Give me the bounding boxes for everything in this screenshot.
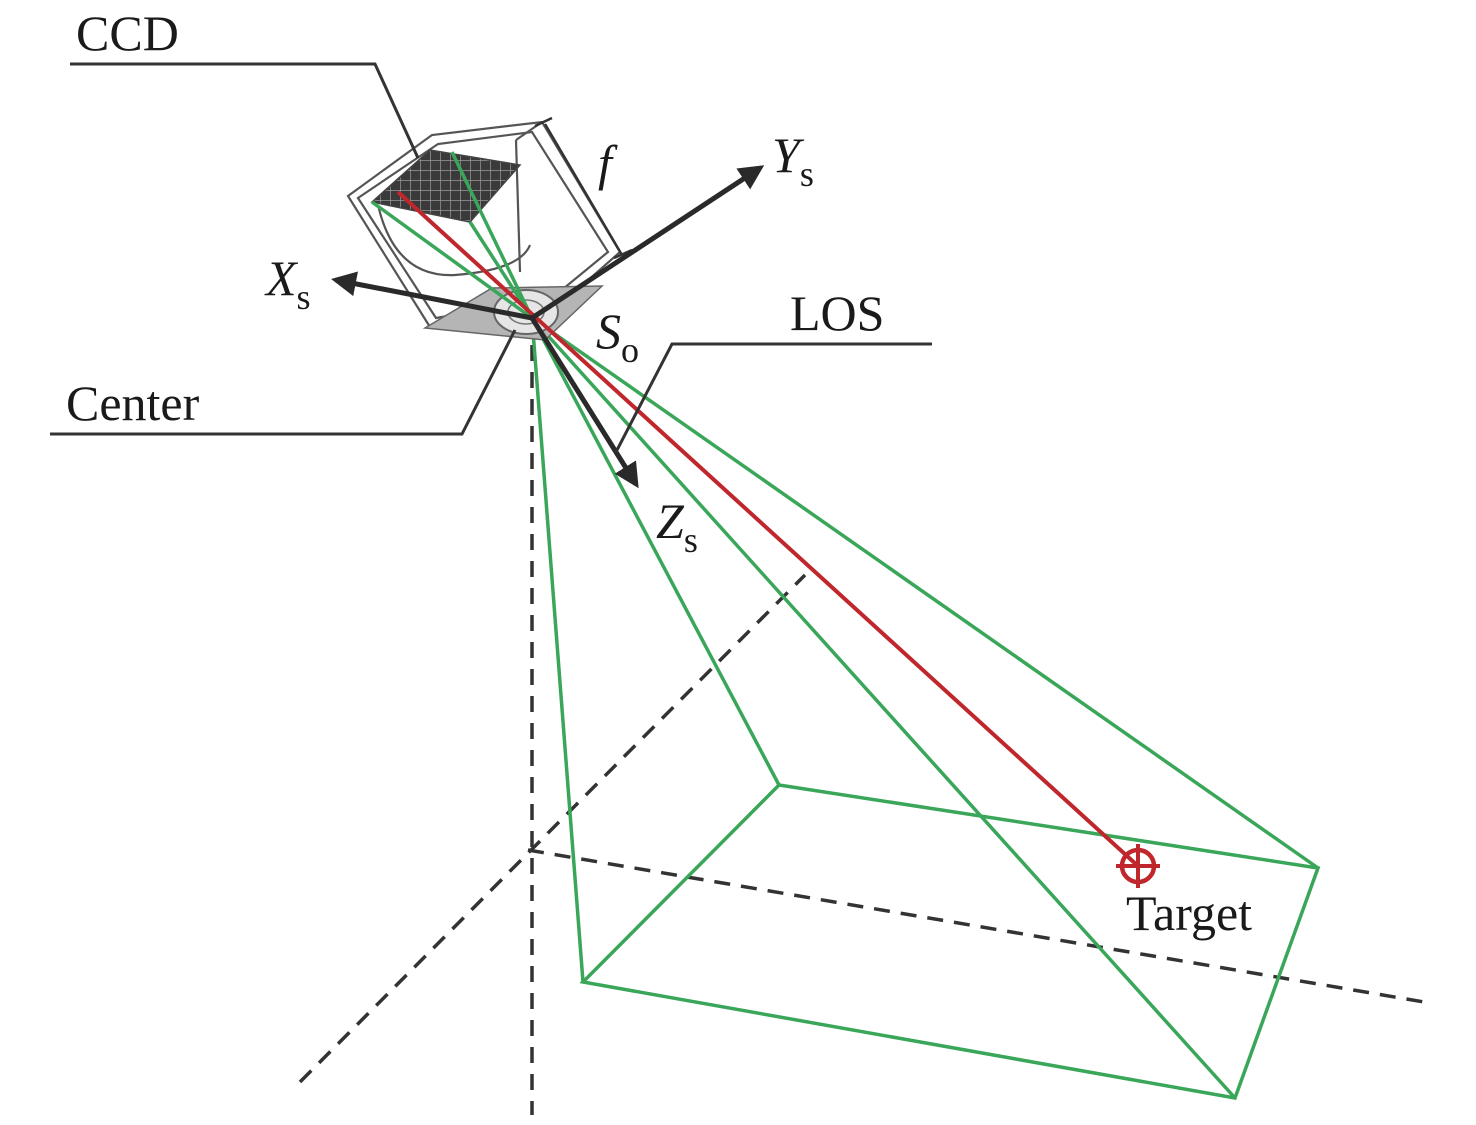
xs-main: X <box>264 250 299 306</box>
axis-xs <box>331 271 533 321</box>
xs-sub: s <box>297 277 311 317</box>
ground-axis-horizontal <box>527 848 1431 1005</box>
camera-axes <box>331 165 765 489</box>
focal-tick-top <box>534 116 553 128</box>
internal-ray-1 <box>370 200 534 320</box>
los-label: LOS <box>790 285 884 341</box>
lens-housing <box>376 204 532 277</box>
so-main: S <box>596 303 621 359</box>
frustum-edge-4 <box>530 317 585 983</box>
camera-box-inner <box>356 130 610 320</box>
los-leader <box>614 342 932 453</box>
xs-axis-label: Xs <box>264 250 311 317</box>
ground-axes <box>298 345 1431 1115</box>
ccd-leader <box>70 62 420 159</box>
leader-lines <box>50 62 932 453</box>
zs-main: Z <box>656 493 685 549</box>
ground-footprint <box>579 783 1321 1100</box>
ys-axis-label: Ys <box>772 127 814 194</box>
ccd-sensor-grid <box>370 149 522 223</box>
focal-length-label: f <box>598 135 618 191</box>
so-sub: o <box>621 330 639 370</box>
zs-axis-label: Zs <box>656 493 698 560</box>
focal-length-dimension <box>534 116 633 260</box>
axis-zs <box>529 316 639 489</box>
axis-ys <box>530 165 765 321</box>
target-marker <box>1116 844 1160 888</box>
frustum-edge-1 <box>530 317 781 786</box>
frustum-edge-3 <box>530 316 1237 1100</box>
ground-axis-diagonal <box>298 573 807 1084</box>
so-label: So <box>596 303 639 370</box>
internal-ray-2 <box>450 151 534 319</box>
ys-main: Y <box>772 127 805 183</box>
ys-sub: s <box>800 154 814 194</box>
center-label: Center <box>66 375 200 431</box>
field-of-view-frustum <box>530 316 1321 1100</box>
camera-box-edge-2 <box>514 139 522 273</box>
target-label: Target <box>1126 885 1252 941</box>
frustum-edge-2 <box>530 316 1320 870</box>
ccd-label: CCD <box>76 5 179 61</box>
los-ray <box>396 190 1140 868</box>
focal-length-line <box>543 123 624 256</box>
zs-sub: s <box>684 520 698 560</box>
center-leader <box>50 329 517 436</box>
